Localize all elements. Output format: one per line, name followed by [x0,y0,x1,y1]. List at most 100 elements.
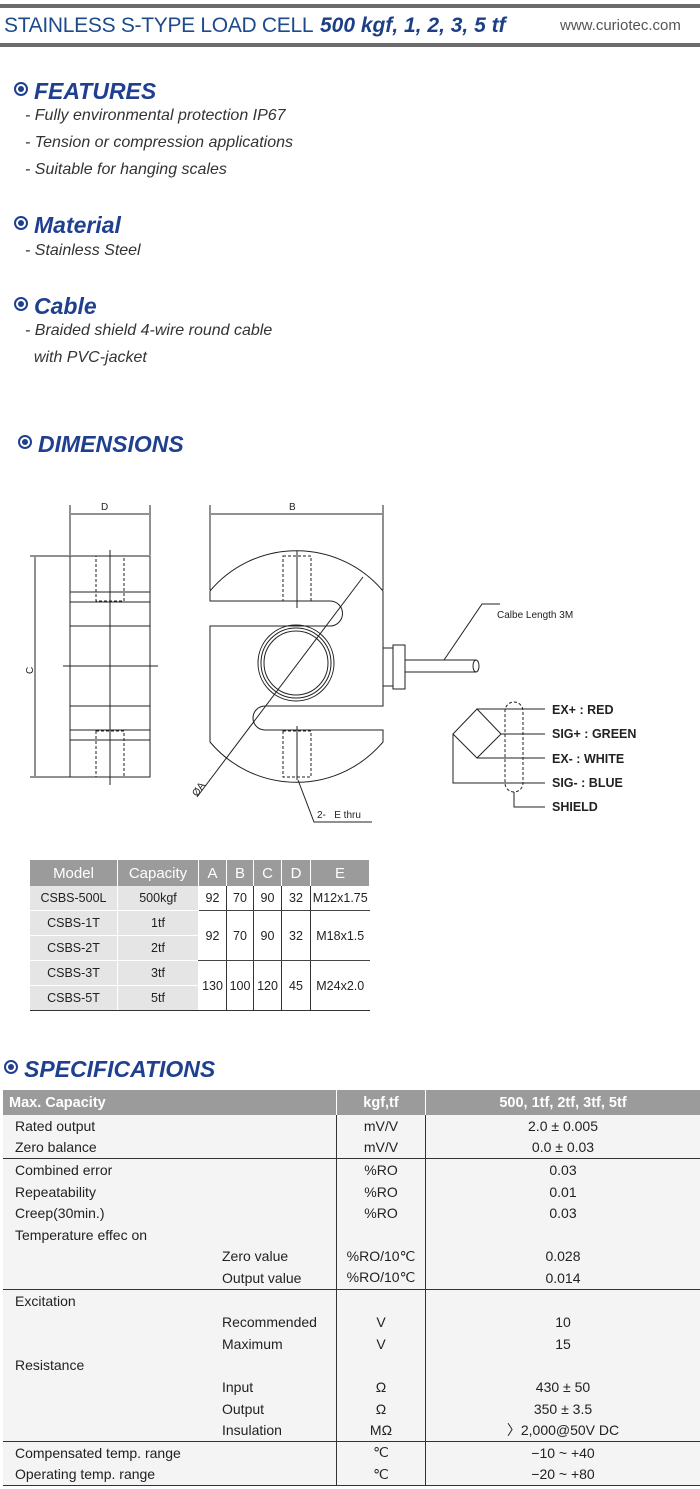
spec-unit: Ω [336,1376,426,1398]
spec-header-value: 500, 1tf, 2tf, 3tf, 5tf [425,1090,700,1115]
spec-unit: ℃ [336,1463,426,1487]
spec-unit [336,1288,426,1312]
d-cell: 32 [281,910,311,961]
capacity-cell: 1tf [117,910,199,936]
dim-label-c: C [25,667,36,674]
spec-unit: %RO [336,1180,426,1203]
spec-sublabel: Output [3,1397,337,1420]
col-header: B [226,860,254,886]
cable-item: with PVC-jacket [25,349,147,366]
spec-row: Operating temp. range℃−20 ~ +80 [3,1463,700,1487]
product-title: STAINLESS S-TYPE LOAD CELL [4,14,314,37]
feature-item: - Tension or compression applications [25,134,293,151]
spec-unit: %RO [336,1158,426,1181]
heading-text: FEATURES [34,78,157,104]
spec-value: −10 ~ +40 [425,1440,700,1464]
spec-value: 0.01 [425,1180,700,1203]
dimensions-heading: DIMENSIONS [18,431,184,458]
spec-label: Temperature effec on [3,1223,337,1246]
e-cell: M24x2.0 [310,960,370,1011]
table-row: CSBS-1T 1tf 92 70 90 32 M18x1.5 [30,910,370,961]
header-bottom-rule [0,43,700,47]
spec-unit: V [336,1311,426,1333]
dim-label-b: B [289,502,296,513]
spec-value [425,1223,700,1246]
a-cell: 92 [198,910,227,961]
col-header: D [281,860,311,886]
model-cell: CSBS-2T [30,935,118,961]
spec-value [425,1354,700,1377]
bullet-icon [14,82,28,96]
d-cell: 32 [281,886,311,911]
spec-header-unit: kgf,tf [336,1090,426,1115]
col-header: C [253,860,282,886]
bullet-icon [14,216,28,230]
spec-value: 0.03 [425,1202,700,1224]
material-heading: Material [14,212,121,239]
spec-value: 0.03 [425,1158,700,1181]
heading-text: Material [34,212,121,238]
c-cell: 90 [253,910,282,961]
b-cell: 70 [226,910,254,961]
spec-label: Creep(30min.) [3,1202,337,1224]
a-cell: 130 [198,960,227,1011]
spec-label: Compensated temp. range [3,1440,337,1464]
wire-label: EX+ : RED [552,703,613,717]
website-url[interactable]: www.curiotec.com [560,17,681,34]
spec-label: Zero balance [3,1136,337,1159]
features-heading: FEATURES [14,78,156,105]
spec-unit: %RO [336,1202,426,1224]
spec-header-capacity: Max. Capacity [3,1090,337,1115]
col-header: E [310,860,370,886]
table-header-row: Model Capacity A B C D E [30,860,370,886]
spec-sublabel: Recommended [3,1311,337,1333]
model-cell: CSBS-3T [30,960,118,986]
heading-text: Cable [34,293,97,319]
spec-value: 0.014 [425,1267,700,1290]
model-cell: CSBS-1T [30,910,118,936]
cable-heading: Cable [14,293,97,320]
c-cell: 90 [253,886,282,911]
spec-sublabel: Output value [3,1267,337,1290]
spec-row: Excitation [3,1288,700,1312]
bullet-icon [14,297,28,311]
table-row: CSBS-500L 500kgf 92 70 90 32 M12x1.75 [30,886,370,911]
spec-label: Rated output [3,1115,337,1137]
spec-header-row: Max. Capacity kgf,tf 500, 1tf, 2tf, 3tf,… [3,1090,700,1115]
table-row: CSBS-3T 3tf 130 100 120 45 M24x2.0 [30,960,370,1011]
spec-unit [336,1354,426,1377]
spec-row: Resistance [3,1354,700,1377]
wire-label: SIG+ : GREEN [552,727,636,741]
spec-sublabel: Zero value [3,1245,337,1268]
feature-item: - Suitable for hanging scales [25,161,227,178]
spec-value [425,1288,700,1312]
wire-label: EX- : WHITE [552,752,624,766]
capacity-cell: 5tf [117,985,199,1011]
spec-value: 〉2,000@50V DC [425,1419,700,1442]
dimensions-table: Model Capacity A B C D E CSBS-500L 500kg… [30,860,370,1011]
spec-value: 350 ± 3.5 [425,1397,700,1420]
spec-sublabel: Insulation [3,1419,337,1442]
table-row: CSBS-5T 5tf [30,985,370,1011]
b-cell: 100 [226,960,254,1011]
spec-label: Repeatability [3,1180,337,1203]
spec-unit: %RO/10℃ [336,1267,426,1290]
thread-label: 2- E thru [317,810,361,821]
material-item: - Stainless Steel [25,242,141,259]
specifications-heading: SPECIFICATIONS [4,1056,215,1083]
spec-unit: Ω [336,1397,426,1420]
spec-label: Operating temp. range [3,1463,337,1487]
c-cell: 120 [253,960,282,1011]
spec-unit: mV/V [336,1115,426,1137]
